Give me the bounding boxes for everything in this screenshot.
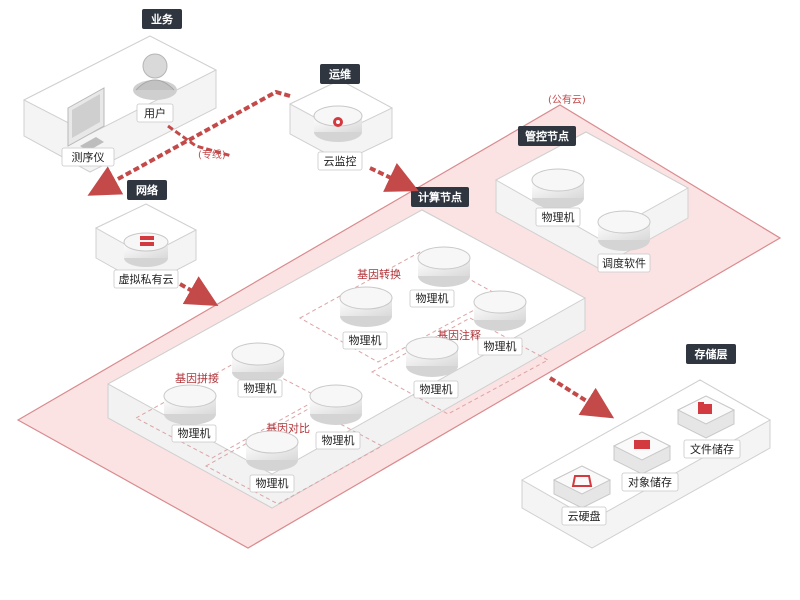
control-machine-icon — [531, 168, 585, 209]
ops-zone: 运维 云监控 — [288, 64, 394, 171]
cloud-disk-label: 云硬盘 — [568, 509, 601, 523]
user-label: 用户 — [144, 106, 166, 120]
sequencer-label: 测序仪 — [72, 150, 105, 164]
machine-4: 物理机 — [405, 336, 459, 399]
sequencer-icon — [67, 87, 105, 151]
connector-monitor-compute — [369, 162, 419, 192]
group-label-convert: 基因转换 — [357, 267, 401, 281]
machine-2-label: 物理机 — [349, 333, 382, 347]
scheduler-label: 调度软件 — [602, 256, 646, 270]
machine-5-label: 物理机 — [244, 381, 277, 395]
compute-tag-text: 计算节点 — [418, 190, 462, 204]
business-zone: 业务 测序仪 用户 — [22, 9, 218, 173]
machine-6-label: 物理机 — [178, 426, 211, 440]
scheduler-icon — [597, 210, 651, 251]
machine-1-label: 物理机 — [416, 291, 449, 305]
vpc-label: 虚拟私有云 — [119, 272, 174, 286]
machine-2: 物理机 — [339, 286, 393, 350]
machine-3-label: 物理机 — [484, 339, 517, 353]
machine-7-label: 物理机 — [322, 433, 355, 447]
cloud-monitor-label: 云监控 — [324, 154, 357, 168]
network-tag-text: 网络 — [136, 183, 158, 197]
connector-compute-storage — [548, 376, 615, 419]
cloud-zone-label: (公有云) — [548, 93, 586, 106]
business-tag-text: 业务 — [151, 12, 174, 26]
link-label: (专线) — [198, 148, 226, 161]
cloud-monitor-icon — [313, 105, 363, 142]
user-icon — [133, 53, 177, 100]
file-storage-label: 文件储存 — [690, 442, 734, 456]
machine-6: 物理机 — [163, 384, 217, 443]
group-label-annotate: 基因注释 — [437, 328, 481, 342]
machine-3: 物理机 — [473, 290, 527, 356]
control-machine-label: 物理机 — [542, 210, 575, 224]
business-tag — [142, 9, 182, 29]
connector-business-ops — [167, 124, 233, 158]
network-zone: 网络 虚拟私有云 — [94, 180, 198, 289]
group-outline-convert — [298, 251, 502, 363]
connector-ops-network — [87, 89, 291, 196]
object-storage-label: 对象储存 — [628, 475, 672, 489]
machine-7: 物理机 — [309, 384, 363, 450]
cloud-disk-icon — [552, 465, 612, 509]
ops-tag-text: 运维 — [329, 67, 351, 81]
group-label-assemble: 基因拼接 — [175, 371, 219, 385]
machine-8-label: 物理机 — [256, 476, 289, 490]
control-tag-text: 管控节点 — [525, 129, 569, 143]
object-storage-icon — [612, 431, 672, 475]
file-storage-icon — [676, 395, 736, 439]
machine-1: 物理机 — [409, 246, 471, 308]
control-zone: 管控节点 物理机 调度软件 — [494, 126, 690, 273]
connector-vpc-compute — [179, 276, 219, 306]
machine-4-label: 物理机 — [420, 382, 453, 396]
group-outline-annotate — [370, 317, 550, 415]
vpc-icon — [123, 232, 169, 267]
storage-zone: 存储层 文件储存 对象储存 云硬盘 — [520, 344, 772, 549]
machine-5: 物理机 — [231, 342, 285, 398]
machine-8: 物理机 — [245, 430, 299, 493]
storage-tag-text: 存储层 — [695, 347, 728, 361]
compute-zone: 计算节点 基因转换 基因注释 基因拼接 基因对比 物理机 物理机 — [106, 187, 587, 509]
